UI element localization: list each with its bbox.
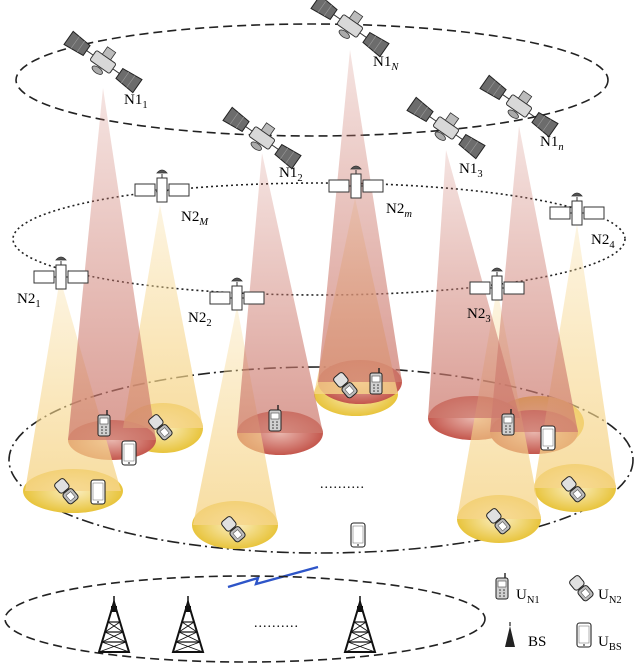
wireless-link [227, 565, 319, 589]
base-station-area [4, 575, 486, 663]
n1-orbit [15, 23, 609, 137]
legend-u-n1: UN1 [516, 587, 540, 606]
users-ellipsis: .......... [320, 477, 365, 492]
bs-ellipsis: .......... [254, 616, 299, 631]
n1-satellite-icon [60, 25, 147, 98]
label-n2-3: N23 [467, 306, 491, 325]
label-n1-3: N13 [459, 161, 483, 180]
n1-beam [68, 88, 156, 440]
label-n2-M: N2M [181, 209, 209, 228]
label-n2-2: N22 [188, 310, 212, 329]
legend-flip-phone-icon [567, 573, 595, 603]
legend: UN1 UN2 BS UBS [495, 572, 622, 653]
n1-satellites [60, 0, 563, 174]
node-labels: N11 N12 N1N N13 N1n N21 N2M N22 N2m N23 … [17, 54, 615, 329]
smartphone-icon [540, 425, 556, 451]
n2-satellite-icon [33, 256, 89, 290]
label-n1-n: N1n [540, 134, 564, 153]
base-station-tower-icon [98, 595, 130, 653]
label-n2-1: N21 [17, 291, 41, 310]
legend-u-n2: UN2 [598, 587, 622, 606]
legend-phone-icon [495, 572, 509, 600]
smartphone-icon [90, 479, 106, 505]
legend-bs: BS [528, 634, 546, 650]
n1-satellite-icon [307, 0, 394, 62]
n2-satellite-icon [549, 192, 605, 226]
n2-satellite-icon [134, 169, 190, 203]
label-n1-N: N1N [373, 54, 399, 73]
legend-bs-icon [504, 621, 516, 648]
label-n1-1: N11 [124, 92, 148, 111]
base-station-tower-icon [344, 595, 376, 653]
legend-u-bs: UBS [598, 634, 622, 653]
smartphone-icon [350, 522, 366, 548]
n2-beam [193, 306, 278, 525]
n1-beam [490, 126, 578, 432]
base-station-tower-icon [172, 595, 204, 653]
label-n2-4: N24 [591, 232, 615, 251]
label-n2-m: N2m [386, 201, 412, 220]
label-n1-2: N12 [279, 165, 303, 184]
smartphone-icon [121, 440, 137, 466]
n1-beam [237, 153, 323, 433]
ground-coverage-area [8, 366, 634, 554]
legend-smartphone-icon [576, 622, 592, 648]
n1-beam [318, 50, 402, 382]
n2-orbit [12, 182, 626, 296]
base-stations [98, 595, 376, 653]
